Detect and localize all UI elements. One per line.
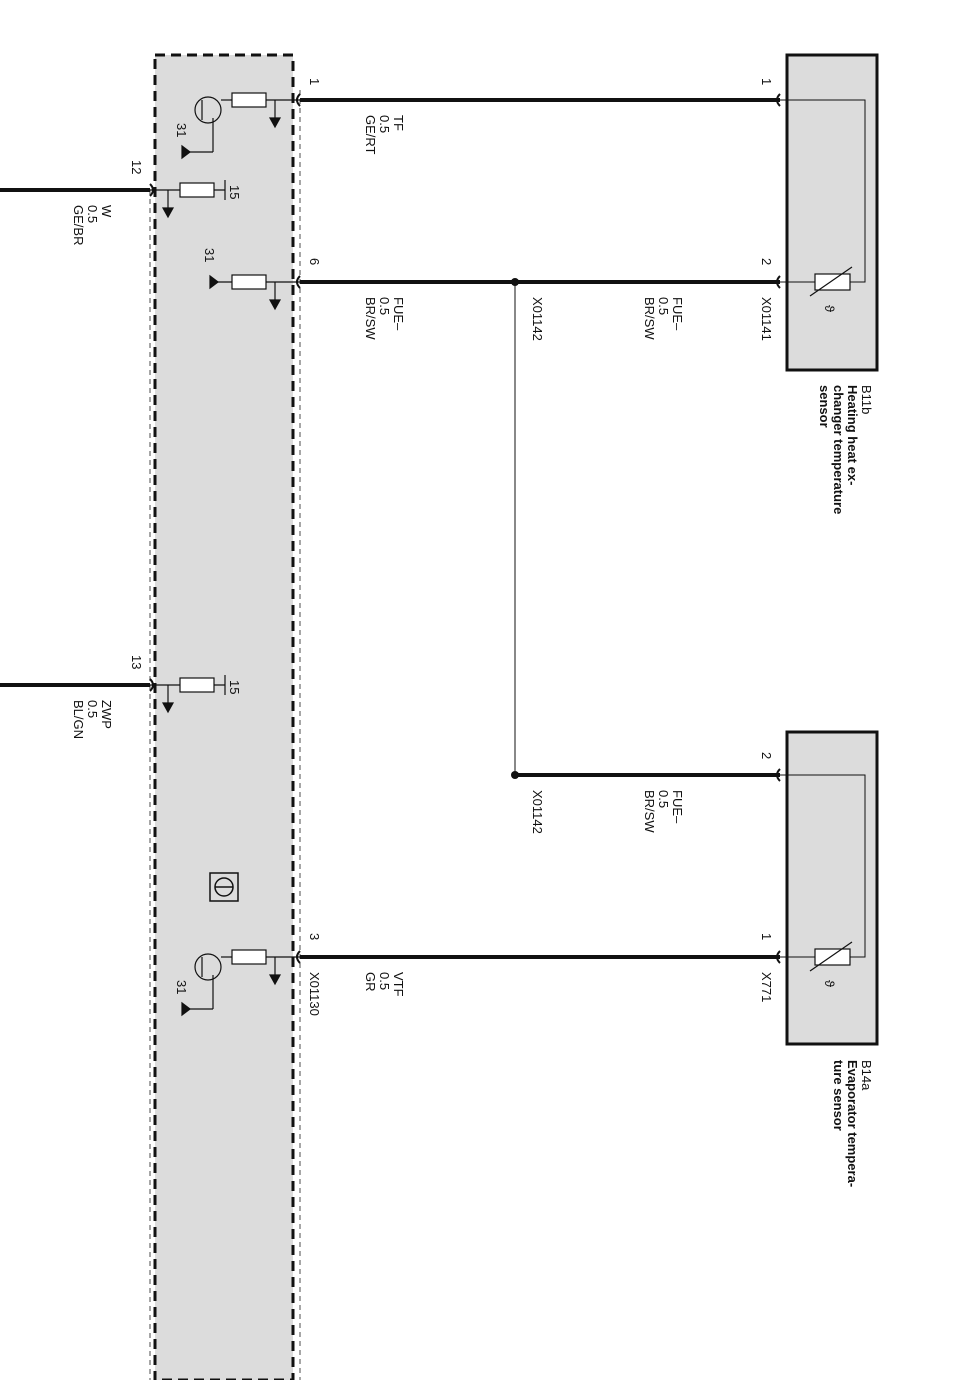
pin-module-13: 13 [129,655,144,669]
connector-x771: X771 [759,972,774,1002]
tf-internal-circuit [181,92,300,160]
label-tf-31: 31 [174,123,189,137]
wire-zwp-name: ZWP [99,700,114,729]
b14a-id: B14a [859,1060,874,1091]
b14a-sensor-box [785,730,879,1046]
b11b-sensor-box [785,53,879,372]
b14a-temp-symbol: ϑ [822,980,837,988]
b14a-internal-circuit [780,774,866,958]
wire-fue-b11b-size: 0.5 [656,297,671,315]
wire-tf-size: 0.5 [377,115,392,133]
label-vtf-31: 31 [174,980,189,994]
pin-b14a-2: 2 [759,752,774,759]
wire-vtf-color: GR [363,972,378,992]
connector-x01141: X01141 [759,297,774,341]
wire-fue-b11b-name: FUE– [670,297,685,331]
pin-module-12: 12 [129,160,144,174]
wire-fue-b14a-size: 0.5 [656,790,671,808]
wire-vtf-size: 0.5 [377,972,392,990]
connector-x01142-bottom: X01142 [530,790,545,834]
wire-fue-module-color: BR/SW [363,297,378,340]
wire-w-name: W [99,205,114,218]
pin-b11b-1: 1 [759,78,774,85]
b11b-temp-symbol: ϑ [822,305,837,313]
label-zwp-15: 15 [227,680,242,694]
pin-b14a-1: 1 [759,933,774,940]
label-fue-31: 31 [202,248,217,262]
splice-dot-bottom [511,771,519,779]
bus-ground-icon [209,872,239,902]
wire-fue-b11b-color: BR/SW [642,297,657,340]
control-module [153,53,295,1380]
wire-vtf-name: VTF [391,972,406,997]
wire-w-size: 0.5 [85,205,100,223]
pin-module-3: 3 [307,933,322,940]
wire-zwp-color: BL/GN [71,700,86,739]
w-internal-circuit [150,180,226,219]
wire-fue-module-name: FUE– [391,297,406,331]
pin-module-1: 1 [307,78,322,85]
wire-fue-b14a-color: BR/SW [642,790,657,833]
connector-x01130: X01130 [307,972,322,1016]
label-w-15: 15 [227,185,242,199]
connector-x01142-top: X01142 [530,297,545,341]
b14a-desc-2: ture sensor [831,1060,846,1131]
wire-fue-module-size: 0.5 [377,297,392,315]
pin-b11b-2: 2 [759,258,774,265]
b11b-thermistor [814,273,851,291]
wire-zwp-size: 0.5 [85,700,100,718]
b11b-id: B11b [859,385,874,414]
pin-module-6: 6 [307,258,322,265]
b11b-desc-2: changer temperature [831,385,846,514]
wire-w-color: GE/BR [71,205,86,245]
wire-tf-color: GE/RT [363,115,378,155]
splice-dot-top [511,278,519,286]
b14a-desc-1: Evaporator tempera- [845,1060,860,1187]
b11b-internal-circuit [780,99,866,283]
b11b-desc-3: sensor [817,385,832,428]
fue-internal-circuit [209,274,300,311]
b11b-desc-1: Heating heat ex- [845,385,860,485]
wire-tf-name: TF [391,115,406,131]
wire-fue-b14a-name: FUE– [670,790,685,824]
b14a-thermistor [814,948,851,966]
zwp-internal-circuit [150,675,226,714]
vtf-internal-circuit [181,949,300,1017]
